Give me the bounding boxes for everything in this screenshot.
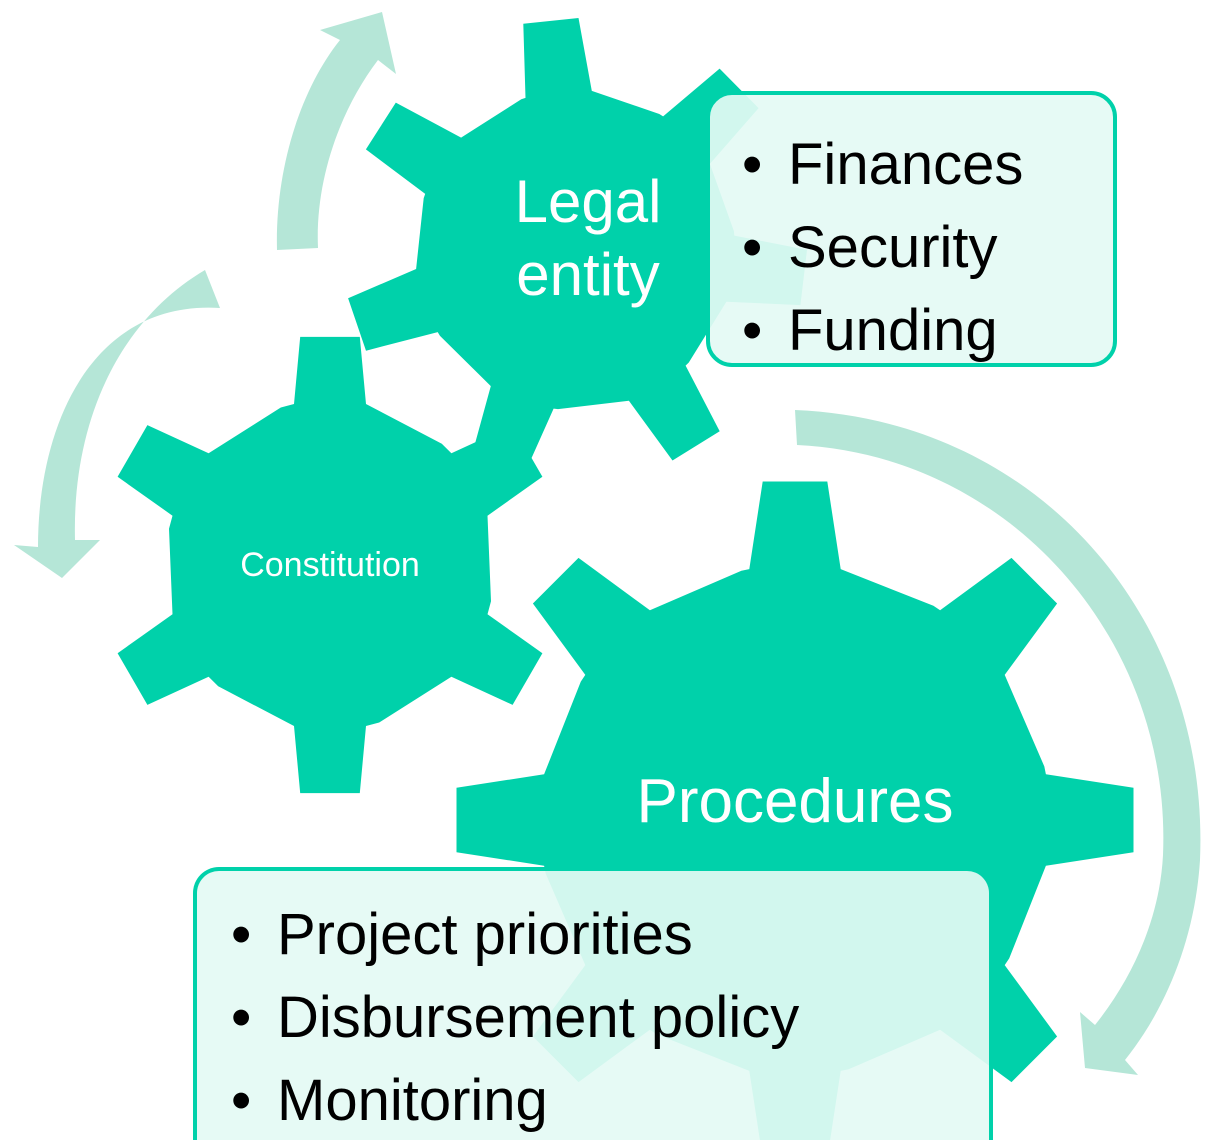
gear-label-constitution: Constitution: [240, 546, 420, 584]
procedures-list: Project priorities Disbursement policy M…: [197, 871, 989, 1142]
gear-legal-entity: [348, 18, 807, 477]
legal-entity-list: Finances Security Funding: [710, 95, 1113, 372]
arrow-right-curve: [795, 410, 1201, 1075]
arrow-left-curve: [14, 270, 220, 578]
procedures-callout: Project priorities Disbursement policy M…: [193, 867, 993, 1142]
list-item: Disbursement policy: [231, 976, 989, 1059]
gear-label-legal-line2: entity: [516, 241, 659, 308]
gear-constitution: [117, 336, 543, 794]
arrow-top-left-curve: [276, 12, 396, 250]
gear-label-procedures: Procedures: [636, 767, 953, 836]
list-item: Monitoring: [231, 1059, 989, 1142]
cycle-arrows: [14, 12, 1201, 1075]
legal-entity-callout: Finances Security Funding: [706, 91, 1117, 372]
list-item: Project priorities: [231, 893, 989, 976]
list-item: Funding: [742, 289, 1113, 372]
list-item: Finances: [742, 123, 1113, 206]
list-item: Security: [742, 206, 1113, 289]
gear-label-legal-line1: Legal: [515, 168, 662, 235]
